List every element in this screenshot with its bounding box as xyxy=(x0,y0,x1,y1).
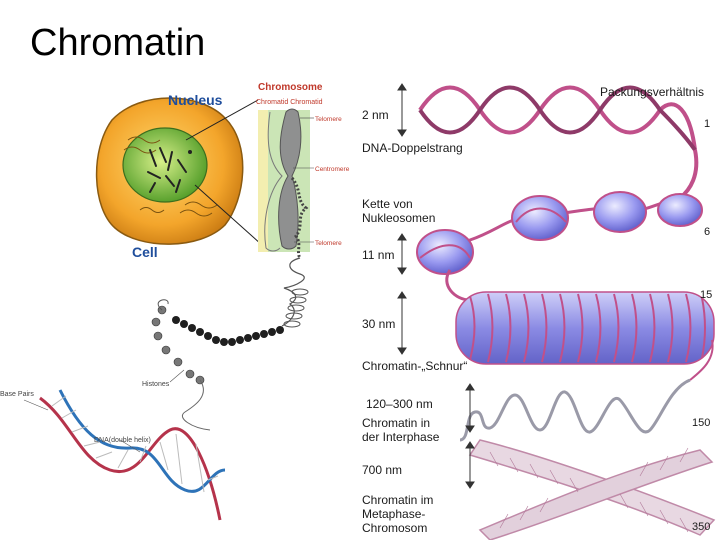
size-label-30nm: 30 nm xyxy=(362,317,395,331)
centromere-label: Centromere xyxy=(315,166,350,173)
chromosome-box xyxy=(258,108,314,259)
right-panel: Packungsverhältnis 2 nm DNA-Doppelstrang… xyxy=(362,83,716,540)
nucleus-label: Nucleus xyxy=(168,92,223,108)
size-label-120-300nm: 120–300 nm xyxy=(366,397,433,411)
level-name-metaphase-2: Metaphase- xyxy=(362,507,425,521)
level-name-nucleosome-2: Nukleosomen xyxy=(362,211,435,225)
ratio-1: 1 xyxy=(704,118,710,130)
level-name-dna-strand: DNA-Doppelstrang xyxy=(362,141,463,155)
telomere-top-label: Telomere xyxy=(315,116,342,123)
chromosome-label: Chromosome xyxy=(258,82,323,93)
size-label-2nm: 2 nm xyxy=(362,108,389,122)
slide-title: Chromatin xyxy=(30,22,206,64)
ratio-6: 6 xyxy=(704,226,710,238)
level-name-nucleosome-1: Kette von xyxy=(362,197,413,211)
ratio-150: 150 xyxy=(692,417,710,429)
nucleosome-chain-illustration xyxy=(416,191,703,275)
histones-label: Histones xyxy=(142,381,170,388)
scale-bars xyxy=(397,83,475,489)
dna-double-helix-illustration xyxy=(23,389,226,521)
cell-label: Cell xyxy=(132,244,158,260)
left-panel: Nucleus Cell Chromosome Chromatid Chroma… xyxy=(0,82,350,521)
chromatin-fiber-illustration xyxy=(445,269,715,381)
cell-illustration xyxy=(95,97,244,245)
size-label-700nm: 700 nm xyxy=(362,463,402,477)
packing-ratio-header: Packungsverhältnis xyxy=(600,85,704,99)
ratio-350: 350 xyxy=(692,521,710,533)
interphase-chromatin-illustration xyxy=(459,378,691,442)
metaphase-chromosome-illustration xyxy=(468,439,716,540)
level-name-metaphase-3: Chromosom xyxy=(362,521,427,535)
level-name-metaphase-1: Chromatin im xyxy=(362,493,433,507)
ratio-15: 15 xyxy=(700,289,712,301)
solenoid-fiber xyxy=(172,316,284,346)
level-name-interphase-1: Chromatin in xyxy=(362,416,430,430)
chromatid-label: Chromatid Chromatid xyxy=(256,99,323,106)
level-name-interphase-2: der Interphase xyxy=(362,430,440,444)
base-pairs-label: Base Pairs xyxy=(0,391,34,398)
size-label-11nm: 11 nm xyxy=(362,248,394,262)
level-name-chromatin-fiber: Chromatin-„Schnur“ xyxy=(362,359,467,373)
telomere-bottom-label: Telomere xyxy=(315,240,342,247)
dna-double-helix-label: DNA(double helix) xyxy=(94,437,151,444)
